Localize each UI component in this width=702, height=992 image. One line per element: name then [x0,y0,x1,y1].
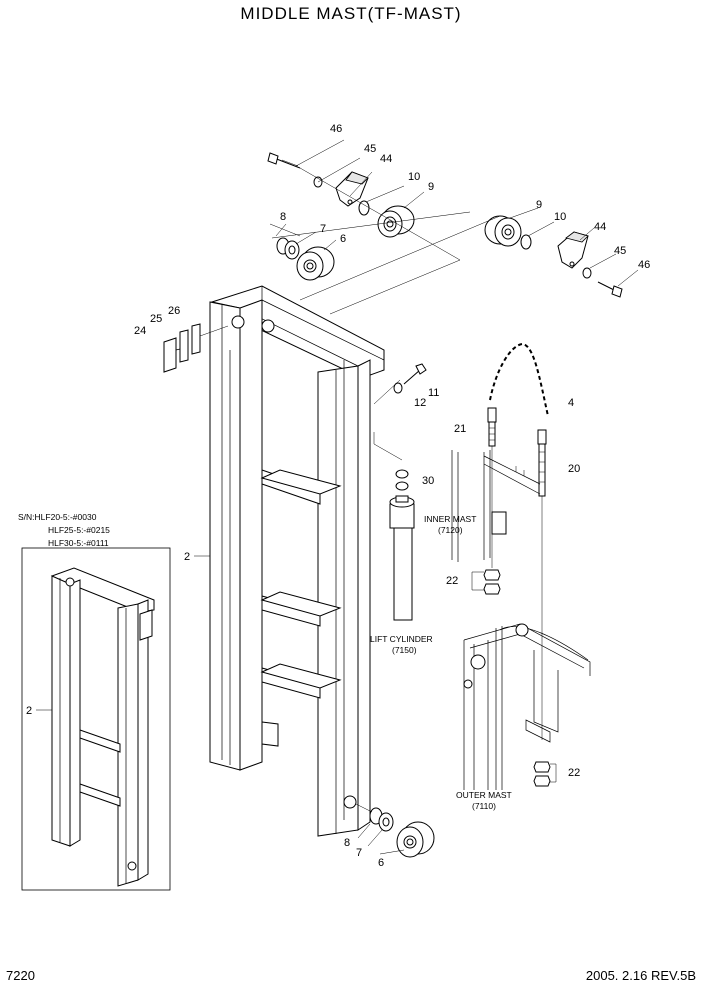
anchor-bolt-20[interactable] [537,429,547,497]
callout-2-main: 2 [184,551,190,563]
packing-30-b[interactable] [395,481,409,491]
callout-11: 11 [428,387,439,399]
roller-9-right[interactable] [484,215,522,247]
outer-mast-label: OUTER MAST [456,790,512,800]
shim-7-bottom[interactable] [378,812,394,832]
lift-cylinder-label: LIFT CYLINDER [370,634,433,644]
lift-cylinder[interactable] [389,495,415,621]
serial-variant-frame [21,547,171,891]
snap-ring-10-left[interactable] [358,200,370,216]
callout-8-top: 8 [280,211,286,223]
shim-26[interactable] [191,323,201,355]
callout-12: 12 [414,397,426,409]
callout-9-left: 9 [428,181,434,193]
nut-22-upper-b[interactable] [483,583,501,595]
callout-22-lower: 22 [568,767,580,779]
page-title: MIDDLE MAST(TF-MAST) [240,4,462,23]
callout-25: 25 [150,313,162,325]
callout-2-inset: 2 [26,705,32,717]
callout-6-top: 6 [340,233,346,245]
anchor-bolt-21[interactable] [487,407,497,447]
outer-mast-code: (7110) [472,801,496,811]
serial-number-2: HLF25-5:-#0215 [48,525,110,535]
shim-25[interactable] [179,329,189,363]
inner-mast-fragment [451,450,541,562]
callout-44-right: 44 [594,221,606,233]
serial-number-1: S/N:HLF20-5:-#0030 [18,512,97,522]
lift-cylinder-code: (7150) [392,645,417,655]
snap-ring-10-right[interactable] [520,234,532,250]
roller-6-top[interactable] [296,246,335,281]
callout-9-right: 9 [536,199,542,211]
callout-21: 21 [454,423,466,435]
washer-12[interactable] [393,382,403,394]
middle-mast-2[interactable] [209,285,385,837]
callout-24: 24 [134,325,146,337]
callout-4: 4 [568,397,574,409]
callout-10-left: 10 [408,171,420,183]
callout-10-right: 10 [554,211,566,223]
nut-22-lower-b[interactable] [533,775,551,787]
roller-6-bottom[interactable] [396,821,435,858]
bracket-44-right[interactable] [557,231,589,269]
callout-6-bottom: 6 [378,857,384,869]
callout-7-bottom: 7 [356,847,362,859]
washer-45-right[interactable] [582,267,592,279]
callout-8-bottom: 8 [344,837,350,849]
callout-20: 20 [568,463,580,475]
bolt-46-right[interactable] [597,281,623,298]
callout-46-right: 46 [638,259,650,271]
callout-22-upper: 22 [446,575,458,587]
callout-46-left: 46 [330,123,342,135]
inner-mast-label: INNER MAST [424,514,476,524]
callout-30: 30 [422,475,434,487]
revision-date: 2005. 2.16 REV.5B [585,968,696,983]
callout-44-left: 44 [380,153,392,165]
serial-number-3: HLF30-5:-#0111 [48,538,109,548]
outer-mast-fragment [463,623,591,790]
nut-22-lower-a[interactable] [533,761,551,773]
bracket-44-left[interactable] [335,171,369,207]
inner-mast-code: (7120) [438,525,463,535]
page-number: 7220 [6,968,35,983]
callout-7-top: 7 [320,223,326,235]
callout-45-right: 45 [614,245,626,257]
nut-22-upper-a[interactable] [483,569,501,581]
plate-24[interactable] [163,337,185,373]
callout-45-left: 45 [364,143,376,155]
chain-4[interactable] [487,340,551,417]
bolt-46-left[interactable] [267,152,301,169]
packing-30-a[interactable] [395,469,409,479]
middle-mast-variant-2[interactable] [50,567,155,887]
shim-7-top[interactable] [284,240,300,260]
bolt-11[interactable] [403,363,427,385]
callout-26: 26 [168,305,180,317]
